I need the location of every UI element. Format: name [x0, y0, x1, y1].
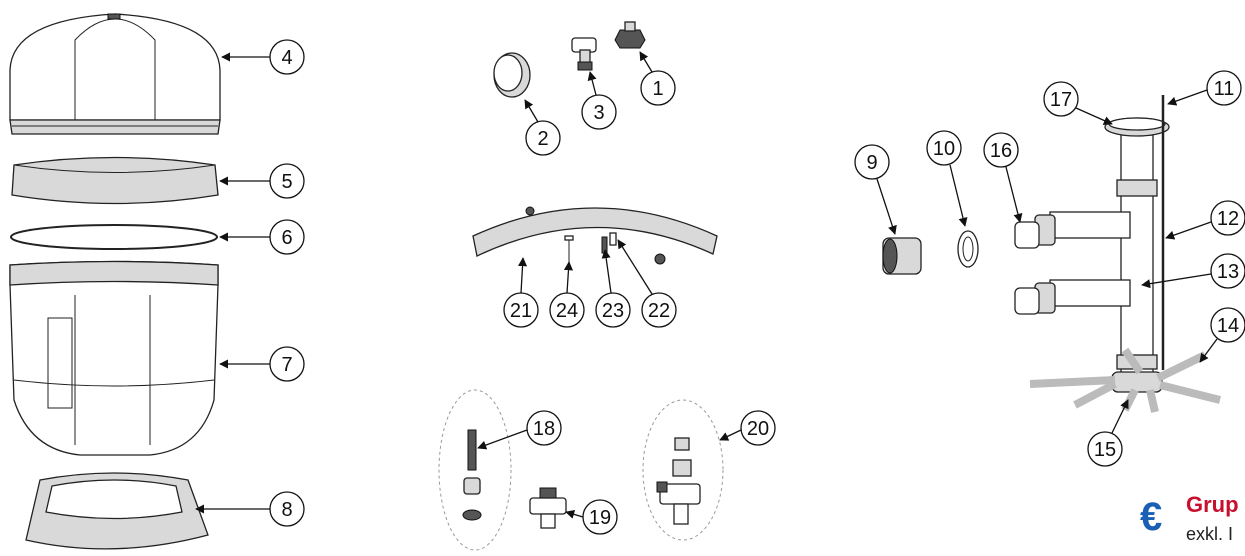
- callout-11: 11: [1167, 70, 1242, 106]
- part-clamp-clip: [601, 232, 617, 254]
- brand-logo: € Grup exkl. I: [1140, 492, 1239, 544]
- callout-16-label: 16: [990, 140, 1012, 162]
- part-cap: [493, 52, 531, 98]
- callout-12-label: 12: [1217, 208, 1239, 230]
- callout-3-label: 3: [593, 102, 604, 124]
- callout-6: 6: [219, 219, 305, 255]
- callout-11-label: 11: [1214, 78, 1235, 100]
- callout-5-label: 5: [281, 171, 292, 193]
- callout-9-label: 9: [866, 152, 877, 174]
- part-dome-lid: [9, 13, 221, 135]
- callout-4-label: 4: [281, 47, 292, 69]
- callout-22: 22: [617, 239, 677, 328]
- callout-14: 14: [1199, 307, 1245, 363]
- part-group-18: [438, 389, 512, 551]
- callout-19-label: 19: [589, 507, 611, 529]
- part-group-20: [642, 399, 724, 541]
- callout-1: 1: [639, 51, 676, 106]
- callout-18: 18: [477, 410, 562, 450]
- callout-23: 23: [595, 249, 631, 328]
- part-base: [25, 472, 209, 550]
- callout-24: 24: [549, 261, 585, 328]
- callout-14-label: 14: [1217, 315, 1239, 337]
- callout-12: 12: [1165, 200, 1245, 240]
- callout-21: 21: [503, 257, 539, 328]
- callout-8: 8: [195, 491, 305, 527]
- part-band-ring: [11, 156, 219, 205]
- part-o-ring: [10, 224, 218, 250]
- callout-19: 19: [565, 499, 618, 535]
- callout-18-label: 18: [533, 418, 555, 440]
- callout-15-label: 15: [1094, 439, 1116, 461]
- part-plug: [614, 21, 646, 49]
- callout-21-label: 21: [510, 300, 532, 322]
- callout-20: 20: [719, 410, 776, 446]
- part-tank-body: [9, 260, 219, 456]
- callout-10-label: 10: [933, 138, 955, 160]
- callout-2-label: 2: [537, 128, 548, 150]
- callout-15: 15: [1087, 399, 1129, 467]
- callout-24-label: 24: [556, 300, 578, 322]
- callout-7-label: 7: [281, 354, 292, 376]
- part-drain-valve-19: [529, 487, 567, 529]
- callout-2: 2: [524, 99, 561, 156]
- callout-23-label: 23: [602, 300, 624, 322]
- callout-6-label: 6: [281, 227, 292, 249]
- callout-22-label: 22: [648, 300, 670, 322]
- brand-sub: exkl. I: [1186, 524, 1233, 544]
- callout-13-label: 13: [1217, 261, 1239, 283]
- callout-3: 3: [581, 71, 617, 130]
- part-elbow-valve: [571, 37, 597, 71]
- brand-symbol: €: [1140, 495, 1162, 539]
- callout-16: 16: [983, 132, 1023, 223]
- callout-1-label: 1: [652, 78, 663, 100]
- callout-10: 10: [926, 130, 968, 227]
- part-seal-ring: [957, 230, 979, 268]
- part-clamp-band: [472, 206, 718, 265]
- callout-8-label: 8: [281, 499, 292, 521]
- callout-17: 17: [1043, 81, 1113, 125]
- callout-4: 4: [221, 39, 305, 75]
- callout-5: 5: [219, 163, 305, 199]
- callout-9: 9: [854, 144, 897, 235]
- part-clamp-bolt: [564, 235, 574, 262]
- callout-17-label: 17: [1050, 89, 1072, 111]
- callout-7: 7: [219, 346, 305, 382]
- callout-13: 13: [1141, 253, 1245, 289]
- part-manifold: [1014, 95, 1221, 413]
- part-union-nut: [882, 237, 922, 275]
- callout-20-label: 20: [747, 418, 769, 440]
- brand-name: Grup: [1186, 492, 1239, 517]
